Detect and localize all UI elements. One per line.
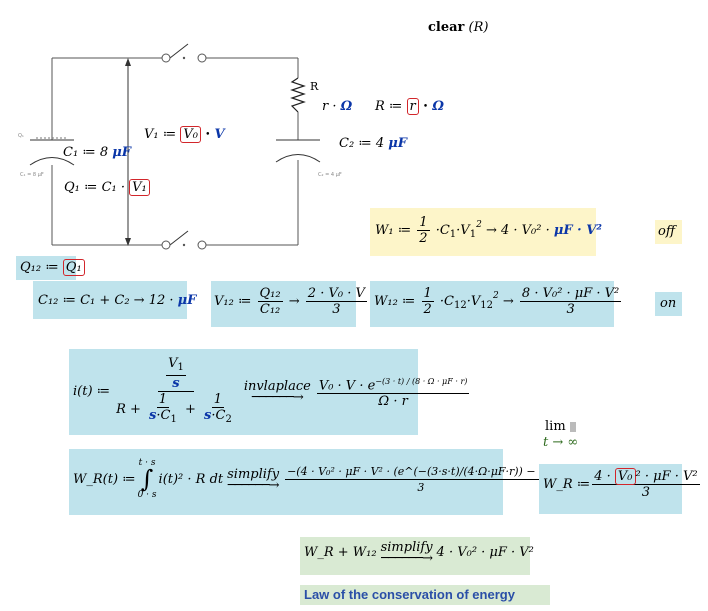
caption-region xyxy=(300,585,550,605)
q12-placeholder-box[interactable]: Q₁ xyxy=(62,259,85,276)
c12-region[interactable] xyxy=(33,281,187,319)
c1-expr: C₁ ≔ 8 xyxy=(63,145,109,160)
w1-units: μF · V² xyxy=(553,223,602,238)
c1-definition[interactable]: C₁ ≔ 8 μF xyxy=(63,145,131,160)
limit-operator[interactable]: lim xyxy=(545,419,576,434)
final-region[interactable] xyxy=(300,537,530,575)
clear-arg: (R) xyxy=(468,20,489,35)
wr-region[interactable] xyxy=(69,449,503,515)
R-placeholder-box[interactable]: r xyxy=(406,98,419,115)
wr-lhs: W_R(t) ≔ xyxy=(73,471,136,487)
clear-keyword: clear xyxy=(428,20,465,35)
c2-expr: C₂ ≔ 4 xyxy=(339,136,385,151)
c12-expr: C₁₂ ≔ C₁ + C₂ → 12 · xyxy=(38,293,174,308)
toggle-off-label: off xyxy=(658,224,676,239)
c1-unit: μF xyxy=(112,145,132,160)
v12-region[interactable] xyxy=(211,281,356,327)
c12-unit: μF xyxy=(177,293,197,308)
wr-limit-placeholder-box[interactable]: V₀ xyxy=(614,468,636,485)
wr-result-fraction: −(4 · V₀² · μF · V² · (e^(−(3·s·t)/(4·Ω·… xyxy=(285,464,557,494)
limit-lim: lim xyxy=(545,419,566,434)
r-expr: r · xyxy=(322,99,337,114)
wr-limit-lhs: W_R ≔ xyxy=(543,477,591,492)
wr-integrand: i(t)² · R dt xyxy=(158,471,224,487)
q-small-label: Q₁ xyxy=(18,133,24,139)
q1-definition[interactable]: Q₁ ≔ C₁ · V₁ xyxy=(64,179,150,196)
r-expression[interactable]: r · Ω xyxy=(322,99,352,114)
q12-region[interactable] xyxy=(16,256,76,280)
clear-statement[interactable]: clear (R) xyxy=(428,20,488,35)
v1-placeholder-box[interactable]: V₀ xyxy=(180,126,201,143)
wr-upper-limit: t · s xyxy=(138,458,156,468)
wr-expression: W_R(t) ≔ t · s ∫ 0 · s i(t)² · R dt simp… xyxy=(73,458,557,500)
q12-expr: Q₁₂ ≔ xyxy=(20,260,59,275)
v1-expr: V₁ ≔ xyxy=(144,127,177,142)
final-rhs: 4 · V₀² · μF · V² xyxy=(436,545,534,560)
R-expr: R ≔ xyxy=(375,99,403,114)
toggle-off-region[interactable] xyxy=(655,220,682,244)
final-lhs: W_R + W₁₂ xyxy=(304,545,377,560)
invlaplace-operator[interactable]: invlaplace──────→ xyxy=(243,379,311,405)
final-simplify-operator[interactable]: simplify──────→ xyxy=(380,540,433,566)
current-lhs: i(t) ≔ xyxy=(73,384,111,399)
w12-lhs: W₁₂ ≔ xyxy=(374,294,416,309)
q1-placeholder-box[interactable]: V₁ xyxy=(129,179,150,196)
c1-small-label: C₁ = 8 μF xyxy=(20,172,44,178)
c2-small-label: C₂ = 4 μF xyxy=(318,172,342,178)
v1-unit: V xyxy=(214,127,225,142)
v12-lhs: V₁₂ ≔ xyxy=(214,294,252,309)
r-unit: Ω xyxy=(340,99,353,114)
c2-definition[interactable]: C₂ ≔ 4 μF xyxy=(339,136,407,151)
caption-text: Law of the conservation of energy xyxy=(304,587,515,602)
limit-under: t → ∞ xyxy=(543,435,579,450)
q12-definition: Q₁₂ ≔ Q₁ xyxy=(20,259,85,276)
wr-lower-limit: 0 · s xyxy=(137,490,157,500)
simplify-operator[interactable]: simplify──────→ xyxy=(227,466,280,493)
w1-result: → 4 · V₀² · xyxy=(485,223,550,238)
toggle-on-label: on xyxy=(660,296,677,311)
current-result-fraction: V₀ · V · e−(3 · t) / (8 · Ω · μF · r) Ω … xyxy=(316,374,470,409)
w1-region[interactable] xyxy=(370,208,596,256)
R-definition[interactable]: R ≔ r • Ω xyxy=(375,98,444,115)
R-unit: Ω xyxy=(432,99,444,114)
resistor-label: R xyxy=(310,80,319,93)
c12-expression: C₁₂ ≔ C₁ + C₂ → 12 · μF xyxy=(38,293,196,308)
v1-definition[interactable]: V₁ ≔ V₀ • V xyxy=(144,126,225,143)
toggle-on-region[interactable] xyxy=(655,292,682,316)
current-region[interactable] xyxy=(69,349,418,435)
w1-lhs: W₁ ≔ xyxy=(375,223,412,238)
w12-region[interactable] xyxy=(370,281,614,327)
final-expression: W_R + W₁₂ simplify──────→ 4 · V₀² · μF ·… xyxy=(304,540,534,566)
q1-expr: Q₁ ≔ C₁ · xyxy=(64,180,125,195)
c2-unit: μF xyxy=(388,136,408,151)
wr-limit-region[interactable] xyxy=(539,464,682,514)
